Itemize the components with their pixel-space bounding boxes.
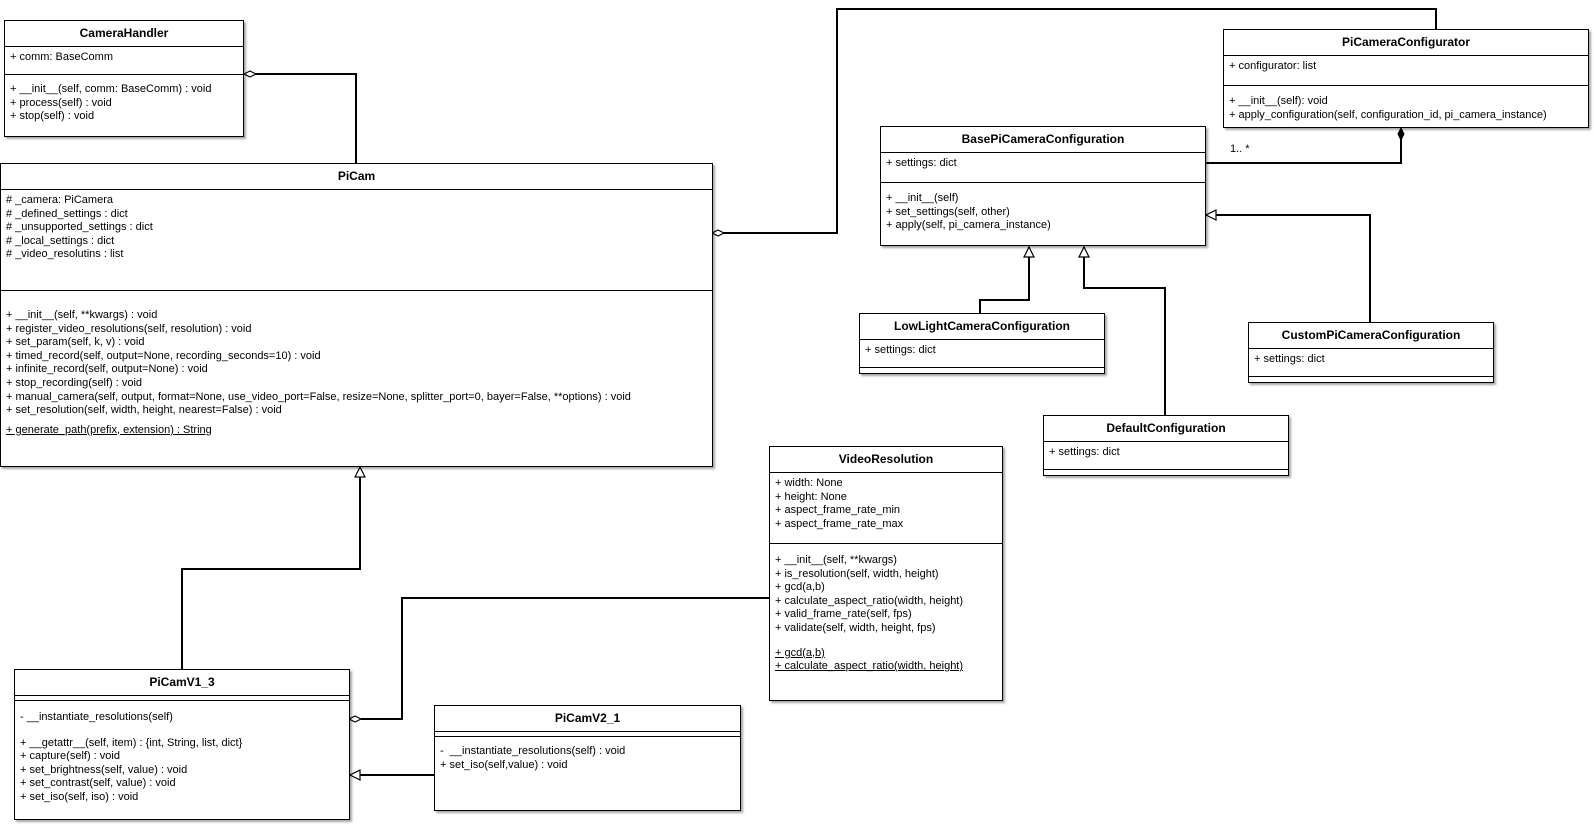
operation: + valid_frame_rate(self, fps) — [775, 608, 912, 621]
class-camerahandler: CameraHandler + comm: BaseComm + __init_… — [4, 20, 244, 137]
operation: + __getattr__(self, item) : {int, String… — [20, 736, 243, 749]
class-name: PiCamV2_1 — [435, 706, 740, 732]
operation: + stop(self) : void — [10, 110, 95, 123]
class-name: LowLightCameraConfiguration — [860, 314, 1104, 340]
generalization-lowlight-base — [979, 247, 1029, 313]
attributes-section: + settings: dict — [860, 340, 1104, 368]
class-picam: PiCam # _camera: PiCamera # _defined_set… — [0, 163, 713, 467]
attributes-section: + comm: BaseComm — [5, 47, 243, 75]
operations-section: - __instantiate_resolutions(self) + __ge… — [15, 701, 349, 805]
attributes-section: # _camera: PiCamera # _defined_settings … — [1, 190, 712, 291]
composition-configurator-base — [1206, 139, 1402, 164]
operation: + set_contrast(self, value) : void — [20, 777, 176, 790]
static-operation: + generate_path(prefix, extension) : Str… — [6, 423, 212, 436]
attributes-section: + settings: dict — [1249, 349, 1493, 377]
operation: + capture(self) : void — [20, 750, 120, 763]
operation: + validate(self, width, height, fps) — [775, 621, 936, 634]
attribute: + comm: BaseComm — [10, 51, 113, 63]
operation: + set_settings(self, other) — [886, 205, 1010, 218]
operation: + set_param(self, k, v) : void — [6, 336, 145, 349]
operation: + calculate_aspect_ratio(width, height) — [775, 594, 964, 607]
operations-section: + __init__(self, **kwargs) + is_resoluti… — [770, 544, 1002, 674]
operation: + manual_camera(self, output, format=Non… — [6, 390, 631, 403]
attribute: + width: None — [775, 477, 843, 489]
attributes-section: + settings: dict — [881, 153, 1205, 183]
attribute: + height: None — [775, 490, 847, 503]
attributes-section: + width: None + height: None + aspect_fr… — [770, 473, 1002, 544]
operation: + timed_record(self, output=None, record… — [6, 349, 321, 362]
class-name: CustomPiCameraConfiguration — [1249, 323, 1493, 349]
attribute: + aspect_frame_rate_min — [775, 504, 901, 517]
attribute: + settings: dict — [886, 157, 957, 169]
multiplicity-label: 1.. * — [1230, 143, 1250, 155]
operation: + set_brightness(self, value) : void — [20, 763, 188, 776]
aggregation-diamond-camerahandler — [242, 70, 258, 78]
attribute: + settings: dict — [865, 344, 936, 356]
operation: + infinite_record(self, output=None) : v… — [6, 363, 208, 376]
static-operation: + calculate_aspect_ratio(width, height) — [775, 660, 964, 673]
operations-section: + __init__(self, comm: BaseComm) : void … — [5, 75, 243, 124]
operations-section: + __init__(self, **kwargs) : void + regi… — [1, 291, 712, 437]
class-name: VideoResolution — [770, 447, 1002, 473]
class-name: PiCam — [1, 164, 712, 190]
operation: + __init__(self) — [886, 192, 959, 204]
class-name: CameraHandler — [5, 21, 243, 47]
class-defaultconfiguration: DefaultConfiguration + settings: dict — [1043, 415, 1289, 476]
operation: + set_iso(self,value) : void — [440, 758, 568, 771]
attribute: # _local_settings : dict — [6, 234, 115, 247]
operation: + __init__(self): void — [1229, 95, 1328, 107]
attribute: # _camera: PiCamera — [6, 194, 113, 206]
attribute: + aspect_frame_rate_max — [775, 517, 904, 530]
composition-diamond-configurator — [1397, 126, 1405, 142]
attribute: # _defined_settings : dict — [6, 207, 128, 220]
operation: + stop_recording(self) : void — [6, 376, 143, 389]
attribute: + configurator: list — [1229, 60, 1317, 72]
operation: + set_iso(self, iso) : void — [20, 790, 139, 803]
class-basepicameraconfiguration: BasePiCameraConfiguration + settings: di… — [880, 126, 1206, 246]
class-name: PiCamV1_3 — [15, 670, 349, 696]
attribute: # _unsupported_settings : dict — [6, 221, 153, 234]
operation: + gcd(a,b) — [775, 581, 825, 594]
operations-section: + __init__(self): void + apply_configura… — [1224, 86, 1588, 122]
class-name: DefaultConfiguration — [1044, 416, 1288, 442]
operation: + __init__(self, comm: BaseComm) : void — [10, 83, 212, 95]
static-operation: + gcd(a,b) — [775, 646, 825, 659]
operation: + apply(self, pi_camera_instance) — [886, 219, 1051, 232]
operation: - __instantiate_resolutions(self) — [20, 711, 173, 723]
operation: + __init__(self, **kwargs) : void — [6, 309, 158, 321]
class-videoresolution: VideoResolution + width: None + height: … — [769, 446, 1003, 701]
operations-section: - __instantiate_resolutions(self) : void… — [435, 737, 740, 772]
attribute: # _video_resolutins : list — [6, 248, 124, 261]
attributes-section: + configurator: list — [1224, 56, 1588, 86]
attribute: + settings: dict — [1254, 353, 1325, 365]
aggregation-picam-configurator — [718, 8, 1437, 234]
operation: + register_video_resolutions(self, resol… — [6, 322, 252, 335]
aggregation-picamv1_3-videoresolution — [361, 597, 769, 720]
class-picamv1_3: PiCamV1_3 - __instantiate_resolutions(se… — [14, 669, 350, 820]
aggregation-diamond-picam — [710, 229, 726, 237]
class-name: PiCameraConfigurator — [1224, 30, 1588, 56]
operation: + process(self) : void — [10, 96, 112, 109]
class-custompicameraconfiguration: CustomPiCameraConfiguration + settings: … — [1248, 322, 1494, 383]
class-lowlightcameraconfiguration: LowLightCameraConfiguration + settings: … — [859, 313, 1105, 374]
class-picamv2_1: PiCamV2_1 - __instantiate_resolutions(se… — [434, 705, 741, 811]
operation: + apply_configuration(self, configuratio… — [1229, 108, 1547, 121]
generalization-picamv1_3-picam — [181, 467, 360, 669]
aggregation-diamond-picamv1_3 — [347, 715, 363, 723]
class-name: BasePiCameraConfiguration — [881, 127, 1205, 153]
generalization-default-base — [1084, 247, 1166, 415]
operation: + set_resolution(self, width, height, ne… — [6, 404, 282, 417]
operation: - __instantiate_resolutions(self) : void — [440, 745, 626, 757]
aggregation-camerahandler-picam — [250, 73, 357, 163]
generalization-custom-base — [1206, 215, 1371, 322]
operation: + is_resolution(self, width, height) — [775, 567, 939, 580]
operations-section: + __init__(self) + set_settings(self, ot… — [881, 183, 1205, 233]
operation: + __init__(self, **kwargs) — [775, 554, 897, 566]
attributes-section: + settings: dict — [1044, 442, 1288, 470]
class-picameraconfigurator: PiCameraConfigurator + configurator: lis… — [1223, 29, 1589, 128]
attribute: + settings: dict — [1049, 446, 1120, 458]
